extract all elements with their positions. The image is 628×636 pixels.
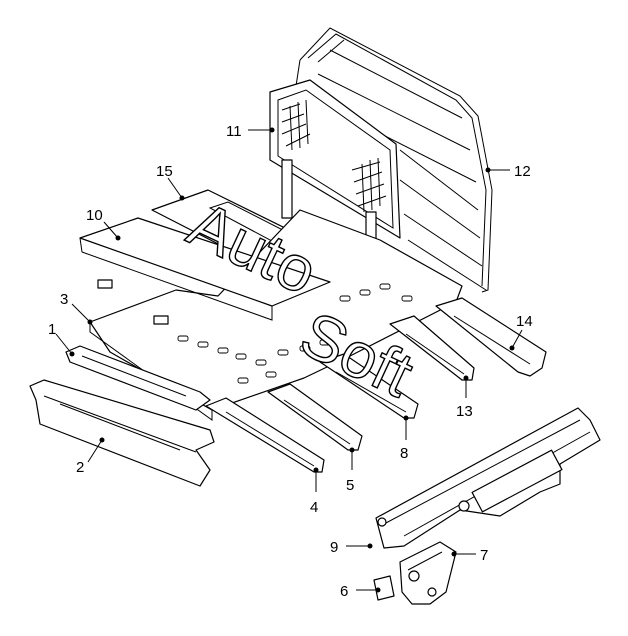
floor-board-lower <box>79 217 331 325</box>
front-sill-beam <box>29 379 215 487</box>
callout-11-label: 11 <box>226 123 242 140</box>
callout-10-label: 10 <box>86 207 103 224</box>
floor-rail-14 <box>435 297 547 377</box>
callout-6: 6 <box>340 583 381 600</box>
floor-rail-8 <box>319 353 419 419</box>
callout-5-label: 5 <box>346 477 354 494</box>
callout-3: 3 <box>60 291 93 325</box>
floor-rail-13 <box>389 315 475 381</box>
bracket-7 <box>399 541 457 605</box>
callout-5: 5 <box>346 447 355 494</box>
side-chassis-rail <box>375 407 601 549</box>
floor-rail-5 <box>267 383 363 451</box>
callout-15-label: 15 <box>156 163 173 180</box>
callout-2-label: 2 <box>76 459 84 476</box>
callout-11: 11 <box>226 123 275 140</box>
callout-12-label: 12 <box>514 163 531 180</box>
callout-14: 14 <box>509 313 533 351</box>
callout-1: 1 <box>48 321 75 357</box>
callout-14-label: 14 <box>516 313 533 330</box>
callout-4: 4 <box>310 467 319 516</box>
floor-holes <box>177 283 413 384</box>
callout-2: 2 <box>76 437 105 476</box>
callout-13-label: 13 <box>456 403 473 420</box>
callout-12: 12 <box>485 163 531 180</box>
floor-rail-4 <box>205 397 325 473</box>
callout-15: 15 <box>156 163 185 201</box>
bracket-6 <box>373 575 395 601</box>
callout-10: 10 <box>86 207 121 241</box>
callout-1-label: 1 <box>48 321 56 338</box>
callout-3-label: 3 <box>60 291 68 308</box>
callout-8: 8 <box>400 415 409 462</box>
cross-member-front <box>65 345 211 411</box>
callout-6-label: 6 <box>340 583 348 600</box>
callout-13: 13 <box>456 375 473 420</box>
callout-9: 9 <box>330 539 373 556</box>
callout-4-label: 4 <box>310 499 318 516</box>
callout-9-label: 9 <box>330 539 338 556</box>
callout-7: 7 <box>451 547 488 564</box>
callouts: 1 2 3 4 5 6 7 <box>48 123 533 600</box>
callout-8-label: 8 <box>400 445 408 462</box>
callout-7-label: 7 <box>480 547 488 564</box>
